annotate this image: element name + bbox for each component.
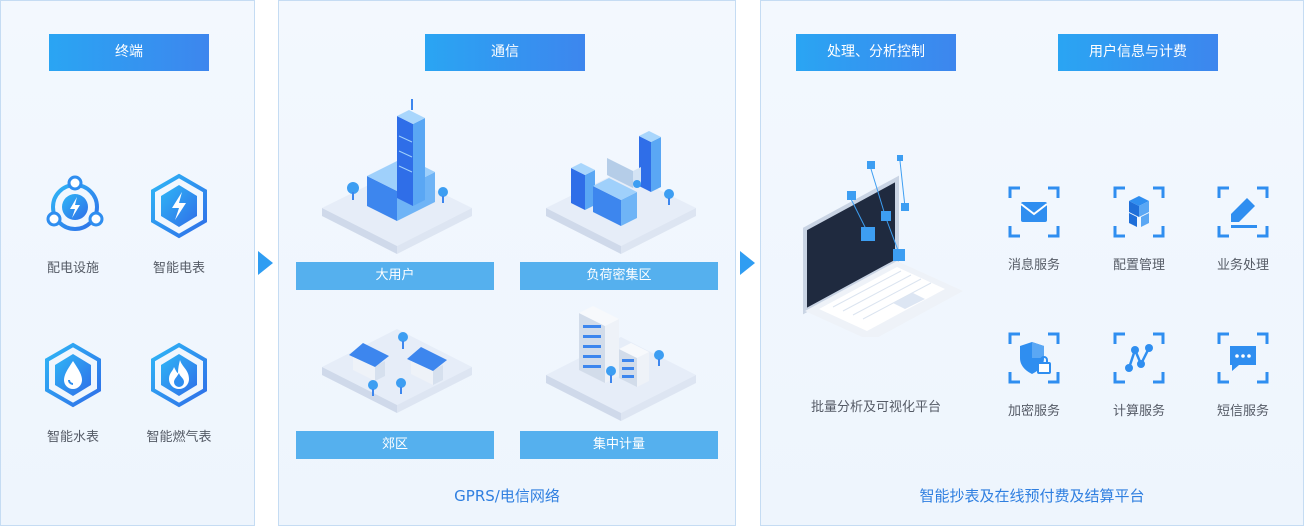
water-meter-icon	[43, 342, 103, 408]
service-message: 消息服务	[989, 186, 1079, 273]
device-power-facility: 配电设施	[23, 173, 123, 276]
scene-label-centralized-metering: 集中计量	[520, 431, 718, 459]
cubes-icon	[1113, 186, 1165, 238]
scene-label-large-user: 大用户	[296, 262, 494, 290]
dense-buildings-illustration	[541, 106, 701, 256]
device-label: 配电设施	[46, 261, 99, 276]
graph-nodes-icon	[1113, 332, 1165, 384]
network-caption: GPRS/电信网络	[454, 487, 560, 505]
power-facility-icon	[43, 173, 104, 239]
platform-caption: 智能抄表及在线预付费及结算平台	[919, 487, 1145, 505]
mail-icon	[1008, 186, 1060, 238]
electric-meter-icon	[149, 173, 209, 239]
laptop-illustration	[797, 151, 967, 337]
device-label: 智能水表	[46, 430, 99, 445]
device-label: 智能燃气表	[146, 430, 212, 445]
scene-label-suburb: 郊区	[296, 431, 494, 459]
service-label: 消息服务	[1007, 258, 1060, 273]
skyscraper-illustration	[317, 96, 477, 256]
flow-arrow-icon	[258, 251, 273, 275]
service-encryption: 加密服务	[989, 332, 1079, 419]
service-label: 业务处理	[1216, 258, 1269, 273]
flow-arrow-icon	[740, 251, 755, 275]
scene-label-dense-area: 负荷密集区	[520, 262, 718, 290]
device-label: 智能电表	[152, 261, 205, 276]
service-computing: 计算服务	[1094, 332, 1184, 419]
service-business: 业务处理	[1198, 186, 1288, 273]
analysis-platform-label: 批量分析及可视化平台	[810, 400, 941, 415]
device-gas-meter: 智能燃气表	[129, 342, 229, 445]
communication-panel: 通信	[278, 0, 736, 526]
shield-lock-icon	[1008, 332, 1060, 384]
service-label: 计算服务	[1112, 404, 1165, 419]
gas-meter-icon	[149, 342, 209, 408]
device-water-meter: 智能水表	[23, 342, 123, 445]
processing-title: 处理、分析控制	[796, 34, 956, 71]
service-label: 配置管理	[1112, 258, 1165, 273]
service-label: 短信服务	[1216, 404, 1269, 419]
edit-icon	[1217, 186, 1269, 238]
platform-panel: 处理、分析控制 用户信息与计费	[760, 0, 1304, 526]
apartment-illustration	[541, 299, 701, 423]
service-label: 加密服务	[1007, 404, 1060, 419]
user-billing-title: 用户信息与计费	[1058, 34, 1218, 71]
suburb-houses-illustration	[317, 319, 477, 423]
device-electric-meter: 智能电表	[129, 173, 229, 276]
terminal-panel: 终端 配电设施	[0, 0, 255, 526]
chat-icon	[1217, 332, 1269, 384]
terminal-title: 终端	[49, 34, 209, 71]
communication-title: 通信	[425, 34, 585, 71]
service-sms: 短信服务	[1198, 332, 1288, 419]
service-configuration: 配置管理	[1094, 186, 1184, 273]
